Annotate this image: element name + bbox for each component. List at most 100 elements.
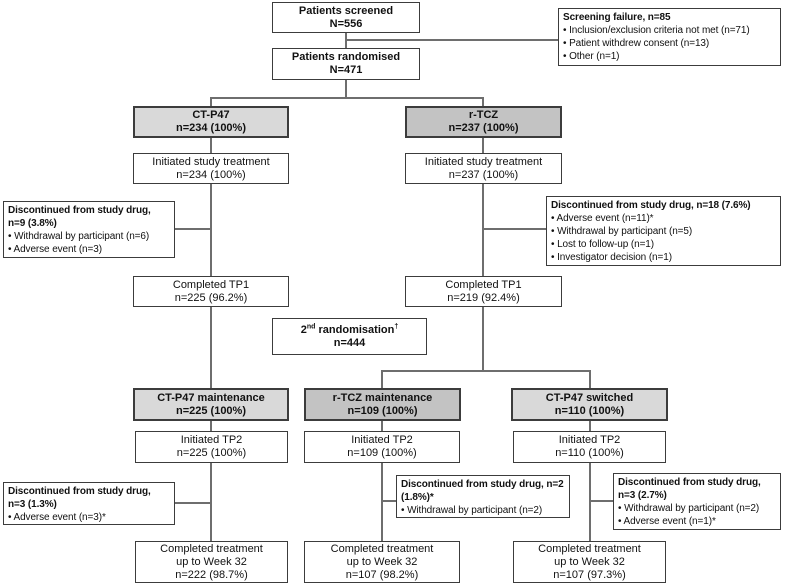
box-initiated-tp2-2: Initiated TP2 n=109 (100%) xyxy=(304,431,460,463)
box-completed-tp1-right: Completed TP1 n=219 (92.4%) xyxy=(405,276,562,307)
box-line: Patients screened xyxy=(298,4,394,17)
box-line: up to Week 32 xyxy=(176,555,247,568)
bullet-item: • Adverse event (n=3) xyxy=(8,244,102,255)
bullet-item: • Investigator decision (n=1) xyxy=(551,252,672,263)
connector-line xyxy=(210,420,212,431)
connector-line xyxy=(210,184,212,276)
box-line: Completed TP1 xyxy=(445,278,522,291)
connector-line xyxy=(345,80,347,98)
box-line: Completed TP1 xyxy=(172,278,250,291)
box-title: Screening failure, n=85 xyxy=(563,12,671,23)
box-line: Initiated study treatment xyxy=(424,155,543,168)
box-line: n=225 (96.2%) xyxy=(174,291,248,304)
box-line: up to Week 32 xyxy=(554,555,625,568)
rand2-number: 2 xyxy=(300,323,307,336)
box-line: n=225 (100%) xyxy=(175,404,246,417)
box-title: Discontinued from study drug, n=3 (2.7%) xyxy=(618,477,761,501)
box-line: Completed treatment xyxy=(538,542,641,555)
rand2-text: randomisation xyxy=(315,323,395,336)
connector-line xyxy=(381,370,383,388)
connector-line xyxy=(483,228,546,230)
bullet-item: • Adverse event (n=1)* xyxy=(618,516,716,527)
box-rtcz-arm: r-TCZ n=237 (100%) xyxy=(405,106,562,138)
connector-line xyxy=(589,463,591,541)
connector-line xyxy=(210,97,212,106)
bullet-item: • Inclusion/exclusion criteria not met (… xyxy=(563,25,750,36)
box-rtcz-maintenance: r-TCZ maintenance n=109 (100%) xyxy=(304,388,461,421)
box-discontinued-tp1-left: Discontinued from study drug, n=9 (3.8%)… xyxy=(3,201,175,258)
box-line: n=109 (100%) xyxy=(347,404,418,417)
box-line: Initiated study treatment xyxy=(152,155,270,168)
box-initiated-treatment-left: Initiated study treatment n=234 (100%) xyxy=(133,153,289,184)
box-line: n=219 (92.4%) xyxy=(447,291,520,304)
connector-line xyxy=(210,138,212,153)
box-initiated-treatment-right: Initiated study treatment n=237 (100%) xyxy=(405,153,562,184)
box-line: CT-P47 xyxy=(192,109,230,121)
bullet-item: • Adverse event (n=3)* xyxy=(8,512,106,523)
connector-line xyxy=(345,39,558,41)
box-ctp47-switched: CT-P47 switched n=110 (100%) xyxy=(511,388,668,421)
box-line: CT-P47 maintenance xyxy=(157,391,265,404)
box-discontinued-tp1-right: Discontinued from study drug, n=18 (7.6%… xyxy=(546,196,781,266)
box-line: r-TCZ xyxy=(468,109,499,121)
box-completed-week32-2: Completed treatment up to Week 32 n=107 … xyxy=(304,541,460,583)
box-line: Initiated TP2 xyxy=(558,434,621,446)
box-completed-tp1-left: Completed TP1 n=225 (96.2%) xyxy=(133,276,289,307)
box-ctp47-arm: CT-P47 n=234 (100%) xyxy=(133,106,289,138)
bullet-item: • Patient withdrew consent (n=13) xyxy=(563,38,710,49)
connector-line xyxy=(210,307,212,388)
box-discontinued-tp2-3: Discontinued from study drug, n=3 (2.7%)… xyxy=(613,473,781,530)
connector-line xyxy=(175,228,211,230)
connector-line xyxy=(382,500,396,502)
box-line: n=222 (98.7%) xyxy=(175,568,248,581)
connector-line xyxy=(482,97,484,106)
connector-line xyxy=(210,97,484,99)
bullet-item: • Other (n=1) xyxy=(563,51,620,62)
box-line: n=109 (100%) xyxy=(347,447,417,459)
connector-line xyxy=(589,420,591,431)
box-initiated-tp2-1: Initiated TP2 n=225 (100%) xyxy=(135,431,288,463)
box-line: n=237 (100%) xyxy=(448,122,519,134)
connector-line xyxy=(589,370,591,388)
box-line: up to Week 32 xyxy=(346,555,418,568)
box-completed-week32-1: Completed treatment up to Week 32 n=222 … xyxy=(135,541,288,583)
box-title: Discontinued from study drug, n=9 (3.8%) xyxy=(8,205,151,229)
box-line: n=237 (100%) xyxy=(448,168,519,181)
connector-line xyxy=(482,138,484,153)
box-title: Discontinued from study drug, n=3 (1.3%) xyxy=(8,486,151,510)
box-patients-randomised: Patients randomised N=471 xyxy=(272,48,420,80)
box-line: CT-P47 switched xyxy=(545,391,634,404)
box-title: Discontinued from study drug, n=2 (1.8%)… xyxy=(401,479,564,503)
box-line: Completed treatment xyxy=(160,542,263,555)
box-initiated-tp2-3: Initiated TP2 n=110 (100%) xyxy=(513,431,666,463)
connector-line xyxy=(381,370,591,372)
connector-line xyxy=(210,463,212,541)
box-line: Completed treatment xyxy=(330,542,434,555)
box-completed-week32-3: Completed treatment up to Week 32 n=107 … xyxy=(513,541,666,583)
box-line: n=234 (100%) xyxy=(175,122,246,134)
connector-line xyxy=(482,184,484,276)
box-line: N=471 xyxy=(329,64,363,76)
box-discontinued-tp2-2: Discontinued from study drug, n=2 (1.8%)… xyxy=(396,475,570,518)
box-second-randomisation: 2nd randomisation† n=444 xyxy=(272,318,427,355)
box-line: n=444 xyxy=(333,336,366,349)
box-line: Patients randomised xyxy=(291,51,401,63)
box-patients-screened: Patients screened N=556 xyxy=(272,2,420,33)
connector-line xyxy=(381,463,383,541)
box-line: 2nd randomisation† xyxy=(300,322,398,337)
connector-line xyxy=(381,420,383,431)
box-line: n=234 (100%) xyxy=(176,168,246,181)
box-line: n=110 (100%) xyxy=(555,447,624,459)
bullet-item: • Lost to follow-up (n=1) xyxy=(551,239,654,250)
box-line: n=107 (98.2%) xyxy=(345,568,419,581)
bullet-item: • Withdrawal by participant (n=2) xyxy=(401,505,543,516)
connector-line xyxy=(175,502,211,504)
bullet-item: • Withdrawal by participant (n=2) xyxy=(618,503,760,514)
box-screening-failure: Screening failure, n=85 • Inclusion/excl… xyxy=(558,8,781,66)
rand2-ordinal-sup: nd xyxy=(306,322,316,330)
box-line: N=556 xyxy=(329,17,363,30)
box-line: n=107 (97.3%) xyxy=(553,568,626,581)
box-ctp47-maintenance: CT-P47 maintenance n=225 (100%) xyxy=(133,388,289,421)
box-line: n=110 (100%) xyxy=(554,404,625,417)
